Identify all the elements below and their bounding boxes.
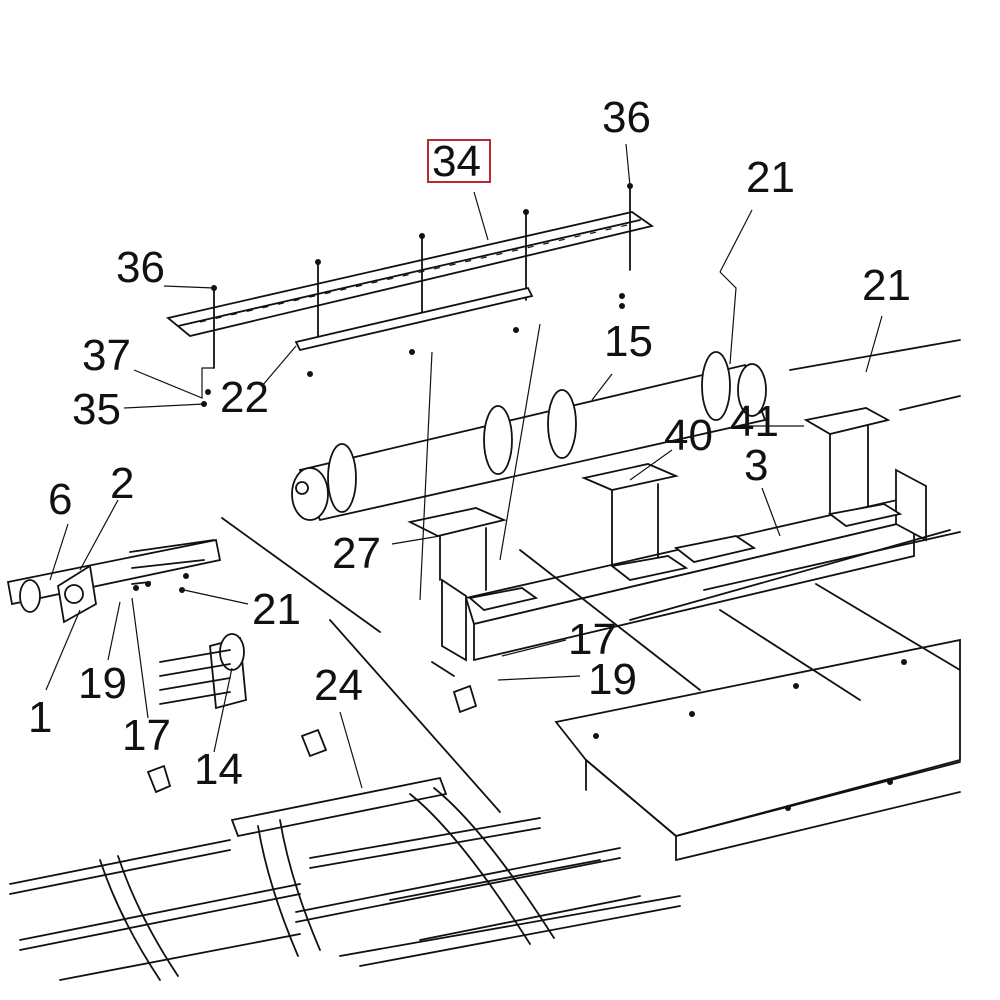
callout-2: 2 (110, 459, 134, 508)
frame-beam-3 (441, 468, 927, 662)
chain-conveyor-left (9, 764, 301, 981)
callout-41: 41 (730, 397, 779, 446)
callout-36-top: 36 (602, 93, 651, 142)
hub-14 (159, 633, 247, 710)
callout-34: 34 (432, 137, 481, 186)
callout-1: 1 (28, 693, 52, 742)
callout-21-left: 21 (252, 585, 301, 634)
callout-17-left: 17 (122, 711, 171, 760)
callout-19-right: 19 (588, 655, 637, 704)
sprocket-left (327, 351, 731, 513)
callout-21-right: 21 (862, 261, 911, 310)
callout-40: 40 (664, 411, 713, 460)
callout-27: 27 (332, 529, 381, 578)
brackets (407, 407, 903, 611)
callout-22: 22 (220, 373, 269, 422)
callout-24: 24 (314, 661, 363, 710)
callout-14: 14 (194, 745, 243, 794)
bolts-left (129, 539, 215, 593)
cover-plate-34 (166, 211, 655, 337)
callout-35: 35 (72, 385, 121, 434)
floor-plate (554, 638, 961, 861)
strip-bar-22 (294, 286, 534, 352)
left-shaft-assembly (6, 538, 222, 624)
guide-lines (221, 339, 961, 813)
callout-6: 6 (48, 475, 72, 524)
leader-lines (45, 143, 883, 789)
callout-15: 15 (604, 317, 653, 366)
plate-bolts (201, 183, 633, 407)
callout-19-left: 19 (78, 659, 127, 708)
callout-17-right: 17 (568, 615, 617, 664)
highlight-box-34 (427, 139, 491, 183)
callout-3: 3 (744, 441, 768, 490)
main-shaft-15 (291, 351, 767, 522)
callout-21-top: 21 (746, 153, 795, 202)
callout-37: 37 (82, 331, 131, 380)
callout-36-left: 36 (116, 243, 165, 292)
chain-conveyor-24 (230, 684, 681, 967)
